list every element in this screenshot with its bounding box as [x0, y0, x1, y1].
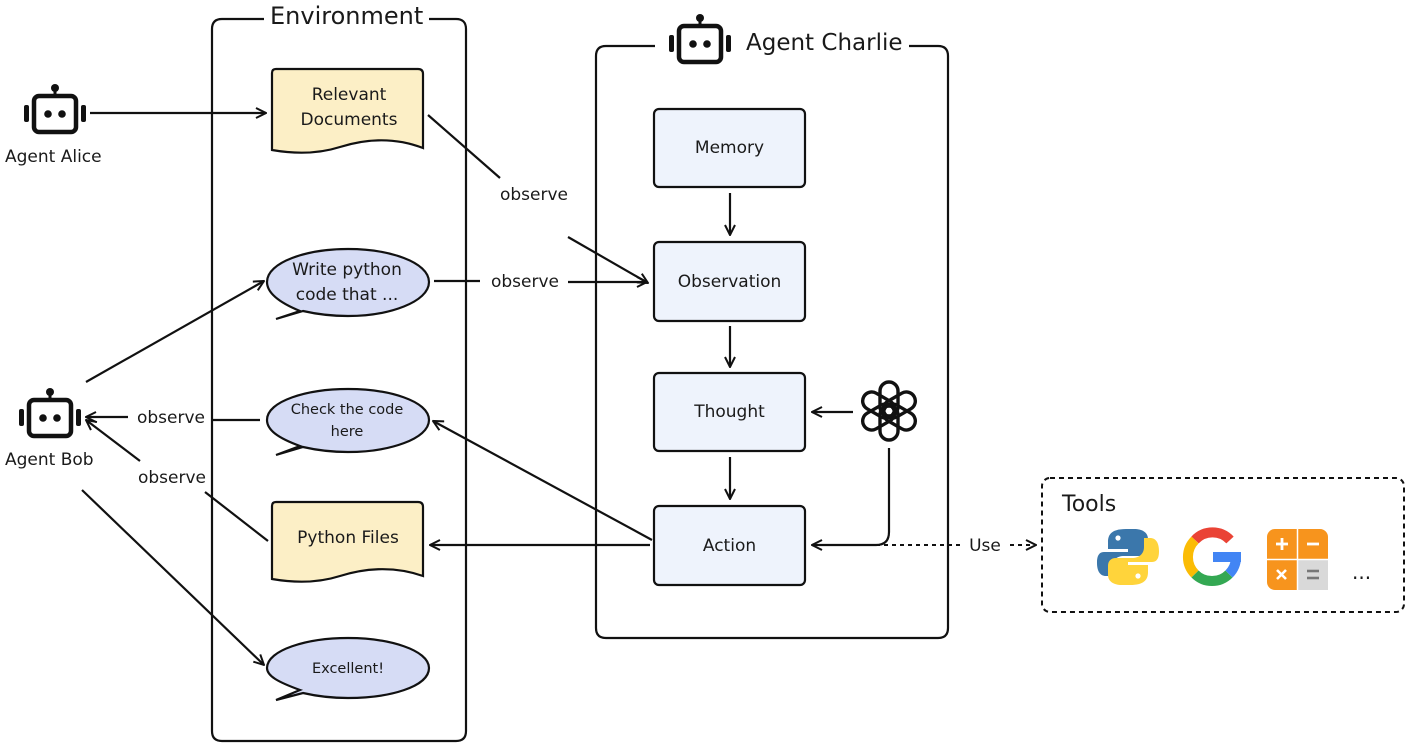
excellent-bubble: [265, 636, 431, 702]
openai-gpt-icon: [860, 380, 918, 442]
arrow-bob-to-write: [85, 281, 264, 383]
memory-box: [652, 107, 807, 189]
observe-files-label: observe: [137, 468, 207, 488]
tools-title: Tools: [1062, 492, 1117, 517]
observe-check-label: observe: [136, 408, 206, 428]
action-box: [652, 504, 807, 587]
agent-alice-label: Agent Alice: [5, 147, 102, 167]
agent-charlie-robot-icon: [669, 14, 731, 65]
agent-bob-robot-icon: [19, 388, 81, 439]
agent-alice-robot-icon: [24, 84, 86, 135]
calculator-icon: [1267, 529, 1328, 590]
observe-docs-label: observe: [499, 185, 569, 205]
python-logo-icon: [1097, 529, 1159, 585]
arrow-write-to-observation: [434, 281, 647, 282]
arrow-action-to-check: [433, 421, 653, 541]
thought-label: Thought: [694, 402, 765, 422]
environment-title: Environment: [264, 2, 430, 30]
excellent-label: Excellent!: [311, 661, 385, 677]
arrow-gpt-to-action: [812, 448, 891, 545]
arrow-files-to-bob: [86, 420, 269, 542]
tools-ellipsis: ...: [1352, 560, 1372, 584]
agent-charlie-title: Agent Charlie: [740, 30, 909, 56]
write-python-label: Write python code that ...: [292, 260, 402, 305]
memory-label: Memory: [694, 138, 765, 158]
relevant-documents-shape: [270, 67, 425, 154]
check-code-label: Check the code here: [290, 402, 404, 440]
python-files-label: Python Files: [297, 528, 399, 548]
thought-box: [652, 371, 807, 453]
python-files-shape: [270, 500, 425, 583]
observation-label: Observation: [677, 271, 782, 292]
action-label: Action: [702, 535, 757, 556]
tools-container: [1041, 477, 1405, 613]
observe-write-label: observe: [490, 272, 560, 292]
google-logo-icon: [1182, 527, 1242, 587]
agent-bob-label: Agent Bob: [5, 450, 94, 470]
arrow-bob-to-excellent: [81, 489, 264, 665]
relevant-documents-label: Relevant Documents: [300, 85, 398, 130]
write-python-bubble: [265, 247, 431, 321]
environment-container: [210, 17, 468, 743]
use-label: Use: [969, 536, 1001, 556]
check-code-bubble: [265, 387, 431, 457]
agent-charlie-container: [594, 44, 950, 640]
